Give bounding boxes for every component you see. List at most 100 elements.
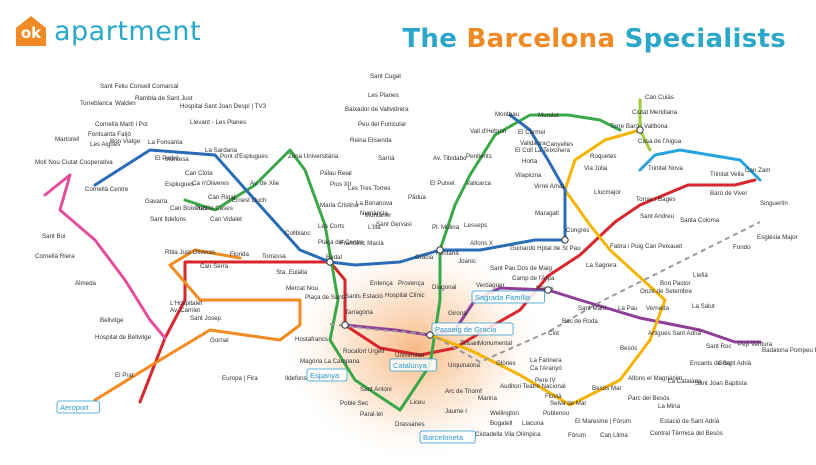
station-label[interactable]: Verdaguer (476, 282, 505, 289)
station-label[interactable]: Vallcarca (466, 180, 492, 187)
station-label[interactable]: Florida (230, 251, 249, 258)
station-label[interactable]: Plaça de Sants (305, 294, 347, 301)
station-label[interactable]: Bon Pastor (660, 280, 691, 287)
station-label[interactable]: Onze de Setembre (640, 288, 692, 295)
station-label[interactable]: Trinitat Vella (710, 171, 744, 178)
station-label[interactable]: Pere IV (535, 377, 557, 384)
station-label[interactable]: Singuerlín (760, 200, 788, 207)
station-label[interactable]: Església Major (757, 234, 798, 241)
station-label[interactable]: Can Clota (185, 170, 213, 177)
station-label[interactable]: Sant Ildefons (150, 216, 186, 223)
station-label[interactable]: Les Tres Torres (348, 185, 391, 192)
station-label[interactable]: Ca l'Aranyó (530, 365, 562, 372)
station-label[interactable]: Pàdua (408, 194, 426, 201)
station-label[interactable]: Vall d'Hebron (470, 128, 507, 135)
station-label[interactable]: Magòria La Campana (300, 358, 360, 365)
station-label[interactable]: Francesc Macià (340, 240, 384, 247)
interchange-marker[interactable] (327, 259, 333, 265)
station-label[interactable]: Sant Andreu (640, 213, 675, 220)
station-label[interactable]: Cornellà Riera (35, 253, 75, 260)
station-label[interactable]: Torreblanca (80, 100, 113, 107)
station-label[interactable]: Auditori Teatre Nacional (500, 383, 566, 390)
station-label[interactable]: La Mina (658, 403, 681, 410)
station-label[interactable]: Martorell (55, 136, 79, 143)
place-barceloneta[interactable]: Barceloneta (420, 431, 475, 443)
station-label[interactable]: Ernest Lluch (232, 197, 267, 204)
station-label[interactable]: Av. de Xile (250, 180, 280, 187)
station-label[interactable]: Lesseps (464, 222, 487, 229)
station-label[interactable]: Tetuan (460, 340, 479, 347)
station-label[interactable]: Urquinaona (448, 362, 481, 369)
station-label[interactable]: Montbau (495, 111, 520, 118)
station-label[interactable]: Sant Feliu Consell Comarcal (100, 83, 178, 90)
station-label[interactable]: Llacuna (522, 420, 544, 427)
station-label[interactable]: Alfons X (470, 240, 493, 247)
station-label[interactable]: Santa Coloma (680, 217, 720, 224)
station-label[interactable]: Arc de Triomf (445, 388, 482, 395)
station-label[interactable]: Casa de l'Aigua (638, 138, 682, 145)
station-label[interactable]: Camp de l'Arpa (512, 275, 555, 282)
interchange-marker[interactable] (427, 332, 433, 338)
station-label[interactable]: Peu del Funicular (358, 121, 406, 128)
station-label[interactable]: Canyelles (546, 141, 573, 148)
station-label[interactable]: Fabra i Puig (610, 243, 644, 250)
station-label[interactable]: Palau Reial (320, 170, 352, 177)
station-label[interactable]: Provença (398, 280, 425, 287)
station-label[interactable]: Fondo (733, 244, 751, 251)
station-label[interactable]: Monumental (478, 340, 512, 347)
brand-logo[interactable]: ok apartment (14, 14, 201, 48)
station-label[interactable]: Glòries (496, 360, 516, 367)
station-label[interactable]: Sarrià (378, 155, 395, 162)
station-label[interactable]: La Farinera (530, 357, 562, 364)
station-label[interactable]: Universitat (395, 352, 425, 359)
station-label[interactable]: L'Hospitalet (170, 300, 202, 307)
station-label[interactable]: Liceu (410, 399, 425, 406)
place-catalunya[interactable]: Catalunya (390, 359, 437, 371)
station-label[interactable]: Drassanes (395, 421, 425, 428)
station-label[interactable]: Marina (478, 395, 497, 402)
station-label[interactable]: Almeda (75, 280, 97, 287)
station-label[interactable]: La Bonanova (356, 200, 393, 207)
station-label[interactable]: Selva de Mar (550, 400, 586, 407)
station-label[interactable]: Trinitat Nova (648, 165, 683, 172)
station-label[interactable]: Central Tèrmica del Besòs (650, 430, 723, 437)
station-label[interactable]: La Salut (692, 303, 715, 310)
station-label[interactable]: Congrés (566, 227, 589, 234)
station-label[interactable]: Verneda (646, 305, 670, 312)
station-label[interactable]: Hospital Clínic (385, 292, 425, 299)
station-label[interactable]: Sant Cugat (370, 73, 401, 80)
station-label[interactable]: Rocafort (343, 348, 367, 355)
station-label[interactable]: Montesa (165, 156, 189, 163)
station-label[interactable]: Av. Tibidabo (433, 155, 467, 162)
station-label[interactable]: Ca n'Oliveres (192, 180, 229, 187)
station-label[interactable]: Bellvitge (100, 317, 124, 324)
station-label[interactable]: Reina Elisenda (350, 137, 392, 144)
station-label[interactable]: Gornal (210, 337, 229, 344)
station-label[interactable]: Jaume I (445, 408, 467, 415)
station-label[interactable]: Paral·lel (360, 411, 383, 418)
interchange-marker[interactable] (437, 247, 443, 253)
station-label[interactable]: Muntaner (365, 212, 391, 219)
station-label[interactable]: Sant Joan Baptista (695, 380, 748, 387)
station-label[interactable]: La Fonsanta (148, 139, 183, 146)
interchange-marker[interactable] (342, 322, 348, 328)
station-label[interactable]: Diagonal (432, 284, 456, 291)
station-label[interactable]: Mercat Nou (286, 285, 319, 292)
station-label[interactable]: Poblenou (543, 410, 570, 417)
station-label[interactable]: Sant Boi (42, 233, 65, 240)
station-label[interactable]: La Sagrera (586, 262, 617, 269)
station-label[interactable]: Joanic (458, 258, 476, 265)
interchange-marker[interactable] (562, 237, 568, 243)
station-label[interactable]: Horta (522, 158, 538, 165)
station-label[interactable]: Zona Universitària (288, 153, 339, 160)
place-sagrada[interactable]: Sagrada Família (472, 291, 545, 303)
station-label[interactable]: Llevant - Les Planes (190, 119, 246, 126)
station-label[interactable]: Walden (115, 100, 136, 107)
station-label[interactable]: Maria Cristina (320, 202, 359, 209)
station-label[interactable]: Gavarra (145, 198, 168, 205)
interchange-marker[interactable] (637, 127, 643, 133)
station-label[interactable]: Besòs (620, 345, 637, 352)
station-label[interactable]: Bon Viatge (110, 138, 141, 145)
station-label[interactable]: Tarragona (345, 309, 373, 316)
station-label[interactable]: Can Peixauet (645, 243, 682, 250)
